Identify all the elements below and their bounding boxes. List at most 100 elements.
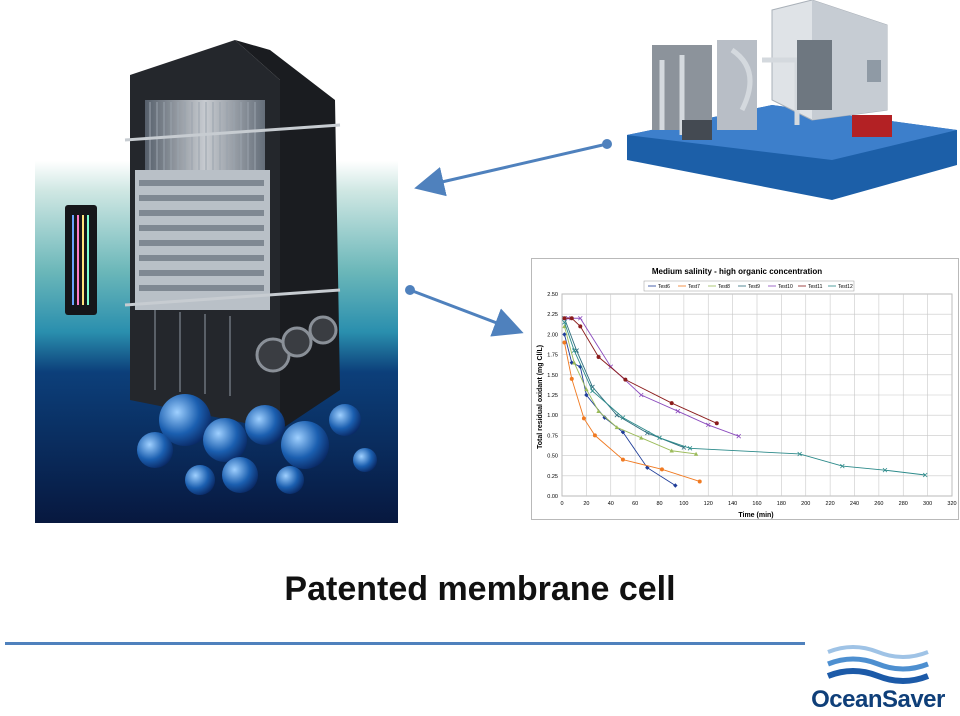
x-tick-label: 260: [874, 501, 883, 507]
series-line: [564, 322, 926, 476]
x-tick-label: 220: [826, 501, 835, 507]
data-point: [614, 425, 620, 430]
data-point: [687, 446, 693, 451]
y-tick-label: 2.25: [547, 312, 558, 318]
legend-label: Test11: [808, 284, 823, 290]
x-tick-label: 120: [704, 501, 713, 507]
data-point: [669, 401, 674, 406]
data-point: [714, 421, 719, 426]
data-point: [669, 448, 674, 453]
x-tick-label: 80: [656, 501, 662, 507]
y-tick-label: 2.50: [547, 292, 558, 298]
x-tick-label: 140: [728, 501, 737, 507]
data-point: [562, 340, 567, 345]
data-point: [922, 472, 928, 478]
data-point: [620, 457, 625, 462]
divider-line: [5, 642, 805, 645]
x-axis-ticks: 0 20 40 60 80 100 120 140 160 180 200 220 240 260 280 3…: [560, 501, 956, 507]
data-point: [562, 319, 567, 325]
logo-text: OceanSaver: [811, 686, 945, 713]
chart-title: Medium salinity - high organic concentra…: [652, 267, 822, 276]
y-tick-label: 1.25: [547, 393, 558, 399]
data-point: [571, 348, 577, 353]
data-point: [562, 332, 567, 337]
x-tick-label: 320: [947, 501, 956, 507]
legend-label: Test10: [778, 284, 793, 290]
x-tick-label: 160: [752, 501, 761, 507]
arrow-to-chart: [405, 285, 524, 337]
wave-logo-icon: [826, 645, 930, 684]
y-axis-label: Total residual oxidant (mg Cl/L): [537, 345, 544, 449]
x-tick-label: 40: [608, 501, 614, 507]
y-tick-label: 0.00: [547, 494, 558, 500]
data-point: [590, 388, 595, 394]
data-point: [584, 392, 589, 398]
chart-grid: [561, 293, 953, 497]
x-tick-label: 280: [899, 501, 908, 507]
data-point: [657, 435, 662, 441]
data-point: [562, 316, 567, 321]
x-tick-label: 200: [801, 501, 810, 507]
x-tick-label: 20: [583, 501, 589, 507]
data-point: [584, 387, 589, 392]
arrow-to-cell: [414, 139, 612, 197]
legend-box: [643, 280, 855, 292]
legend-label: Test9: [748, 284, 760, 290]
series-test11: [562, 316, 719, 426]
connector-arrows: [405, 139, 612, 337]
data-point: [602, 415, 607, 420]
oxidant-chart: Medium salinity - high organic concentra…: [531, 258, 959, 520]
slide-title: Patented membrane cell: [284, 570, 676, 608]
data-point: [705, 422, 711, 428]
data-point: [571, 360, 577, 365]
series-test8: [562, 324, 699, 456]
y-tick-label: 0.25: [547, 474, 558, 480]
data-point: [569, 360, 574, 365]
y-tick-label: 1.75: [547, 353, 558, 359]
data-point: [797, 451, 802, 457]
data-point: [620, 415, 626, 420]
data-point: [596, 355, 601, 360]
data-point: [638, 392, 644, 398]
data-point: [736, 433, 742, 439]
data-point: [673, 483, 678, 488]
data-point: [623, 377, 628, 382]
y-tick-label: 0.50: [547, 454, 558, 460]
data-point: [659, 467, 664, 472]
data-point: [596, 408, 601, 413]
y-axis-ticks: 0.00 0.25 0.50 0.75 1.00 1.25 1.50 1.75 2.00 2.25…: [547, 292, 558, 500]
y-tick-label: 1.00: [547, 413, 558, 419]
x-tick-label: 60: [632, 501, 638, 507]
series-test12: [562, 319, 928, 478]
data-point: [581, 416, 586, 421]
data-point: [675, 408, 681, 414]
y-tick-label: 2.00: [547, 332, 558, 338]
data-point: [569, 316, 574, 321]
legend-label: Test7: [688, 284, 700, 290]
y-tick-label: 1.50: [547, 373, 558, 379]
x-tick-label: 240: [850, 501, 859, 507]
chart-series: [562, 315, 928, 488]
data-point: [592, 433, 597, 438]
data-point: [693, 451, 699, 456]
series-test7: [562, 340, 702, 484]
y-tick-label: 0.75: [547, 433, 558, 439]
legend-label: Test12: [838, 284, 853, 290]
data-point: [697, 479, 702, 484]
data-point: [620, 429, 626, 435]
x-tick-label: 0: [560, 501, 563, 507]
x-tick-label: 300: [923, 501, 932, 507]
x-axis-label: Time (min): [738, 512, 773, 519]
x-tick-label: 180: [777, 501, 786, 507]
series-line: [564, 326, 697, 455]
data-point: [882, 467, 888, 473]
x-tick-label: 100: [679, 501, 688, 507]
legend-label: Test8: [718, 284, 730, 290]
treatment-unit-photo: [622, 0, 960, 200]
data-point: [840, 463, 845, 469]
data-point: [562, 324, 567, 329]
oceansaver-logo: OceanSaver: [808, 640, 948, 716]
data-point: [577, 315, 583, 321]
data-point: [578, 324, 583, 329]
